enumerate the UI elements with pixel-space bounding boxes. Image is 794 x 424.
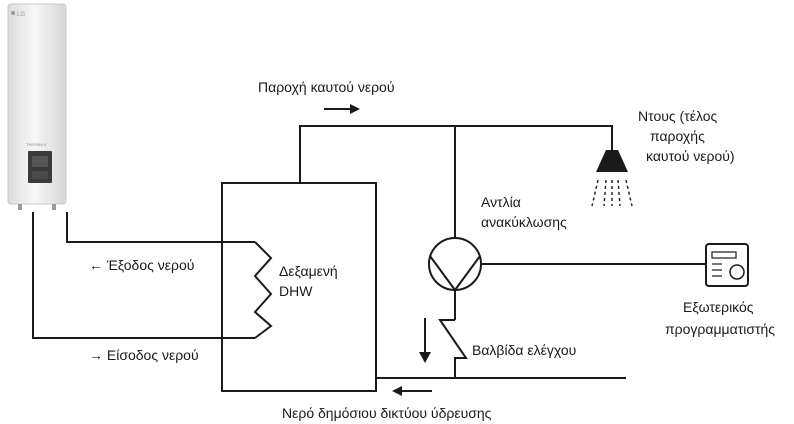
- unit-model: THERMA V: [26, 142, 47, 147]
- water-in-label: → Είσοδος νερού: [89, 346, 199, 364]
- shower-label-line-1: Ντους (τέλος: [638, 107, 717, 125]
- lg-logo-icon: [11, 11, 15, 15]
- programmer-icon: [706, 244, 748, 286]
- programmer-label-line-1: Εξωτερικός: [683, 298, 754, 316]
- hot-water-supply-label: Παροχή καυτού νερού: [258, 78, 395, 96]
- shower-label-line-3: καυτού νερού): [646, 147, 735, 165]
- programmer-label-line-2: προγραμματιστής: [665, 320, 775, 338]
- tank-label-line-1: Δεξαμενή: [279, 262, 338, 280]
- water-in-text: Είσοδος νερού: [107, 347, 199, 363]
- flow-down-arrow-icon: [419, 318, 431, 363]
- flow-left-arrow-icon: [392, 386, 432, 396]
- arrow-left-icon: ←: [89, 257, 103, 273]
- pump-label-line-2: ανακύκλωσης: [481, 213, 567, 231]
- heating-coil: [255, 242, 271, 338]
- water-out-text: Έξοδος νερού: [107, 257, 195, 273]
- tank-label-line-2: DHW: [279, 282, 312, 300]
- check-valve-label: Βαλβίδα ελέγχου: [472, 341, 576, 359]
- water-outlet-pipe: [67, 212, 255, 242]
- check-valve-icon: [440, 320, 466, 366]
- unit-brand: LG: [17, 12, 25, 18]
- flow-right-arrow-icon: [324, 104, 360, 114]
- pump-icon: [429, 238, 481, 290]
- mains-water-label: Νερό δημόσιου δικτύου ύδρευσης: [282, 404, 491, 422]
- heat-pump-unit: LG THERMA V: [8, 4, 66, 210]
- water-out-label: ← Έξοδος νερού: [89, 256, 194, 274]
- shower-icon: [592, 144, 632, 206]
- arrow-right-icon: →: [89, 347, 103, 363]
- shower-label-line-2: παροχής: [650, 127, 705, 145]
- pump-label-line-1: Αντλία: [481, 193, 521, 211]
